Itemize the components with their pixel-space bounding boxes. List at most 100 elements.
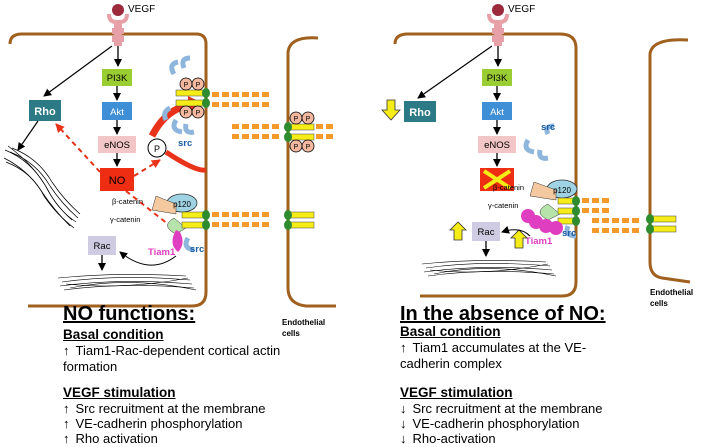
vegf-label-right: VEGF — [508, 4, 535, 15]
gamma-catenin-label: γ-catenin — [110, 215, 140, 224]
rho-label-right: Rho — [409, 107, 431, 119]
right-vegf-item-3: ↓Rho-activation — [400, 431, 496, 446]
svg-text:P: P — [196, 110, 201, 117]
left-vegf-item-3: ↑Rho activation — [63, 431, 158, 446]
cadherin-neighbor-left: P P P P — [284, 111, 315, 153]
akt-box-right — [482, 102, 512, 120]
src-bottom-label-right: src — [562, 228, 576, 239]
up-arrow-icon: ↑ — [63, 416, 70, 431]
right-neighbor-cell-membrane — [648, 38, 691, 284]
up-arrow-icon: ↑ — [63, 343, 70, 358]
left-cell-membrane — [8, 32, 208, 308]
rac-label: Rac — [94, 241, 111, 252]
vegf-ligand-right — [492, 4, 504, 16]
right-basal-item-2: cadherin complex — [400, 356, 502, 371]
right-title: In the absence of NO: — [400, 303, 606, 325]
cortical-actin-right — [421, 260, 557, 277]
cadherin-complex-lower-left — [151, 193, 210, 253]
rac-label-right: Rac — [478, 227, 495, 238]
enos-label: eNOS — [104, 140, 130, 151]
enos-label-right: eNOS — [484, 140, 510, 151]
pi3k-box-right — [482, 69, 512, 86]
left-vegf-heading: VEGF stimulation — [63, 385, 176, 400]
phosphate-free — [147, 138, 167, 158]
beta-catenin-label: β-catenin — [112, 197, 143, 206]
up-arrow-icon: ↑ — [400, 340, 407, 355]
rac-up-arrow — [449, 221, 467, 241]
cadherin-neighbor-right — [646, 214, 677, 234]
right-panel: VEGF PI3K Akt eNOS Rho src — [381, 4, 693, 308]
beta-catenin-label-right: β-catenin — [493, 183, 524, 192]
akt-label-right: Akt — [490, 107, 504, 118]
akt-label: Akt — [110, 107, 124, 118]
svg-text:P: P — [294, 116, 299, 123]
src-free-right — [523, 123, 555, 161]
p120-label: p120 — [173, 200, 191, 209]
phosphate-label: P — [154, 144, 160, 154]
svg-text:P: P — [184, 82, 189, 89]
no-label: NO — [109, 175, 126, 187]
left-vegf-item-1: ↑Src recruitment at the membrane — [63, 401, 266, 416]
enos-box — [98, 136, 136, 153]
right-basal-item-1: ↑Tiam1 accumulates at the VE- — [400, 340, 587, 355]
down-arrow-icon: ↓ — [400, 416, 407, 431]
endothelial-label-right-line2: cells — [650, 299, 668, 308]
svg-text:P: P — [184, 110, 189, 117]
src-free-label: src — [541, 122, 555, 133]
up-arrow-icon: ↑ — [63, 401, 70, 416]
svg-text:P: P — [294, 144, 299, 151]
endothelial-label-line1: Endothelial — [282, 318, 325, 327]
vegf-receptor — [107, 13, 129, 46]
src-bottom-label: src — [190, 244, 204, 255]
rac-box — [88, 236, 116, 255]
src-top — [162, 55, 195, 135]
down-arrow-icon: ↓ — [400, 401, 407, 416]
up-arrow-icon: ↑ — [63, 431, 70, 446]
junction-strands-top-left — [212, 92, 333, 139]
vegf-label: VEGF — [128, 4, 155, 15]
junction-strands-right — [582, 198, 639, 233]
src-top-label: src — [178, 138, 192, 149]
svg-text:P: P — [306, 116, 311, 123]
rho-down-arrow — [381, 99, 401, 121]
tiam1-label-right: Tiam1 — [525, 236, 553, 247]
right-vegf-heading: VEGF stimulation — [400, 385, 513, 400]
no-absent-box — [480, 168, 514, 191]
svg-text:P: P — [196, 82, 201, 89]
gamma-catenin-label-right: γ-catenin — [488, 201, 518, 210]
left-panel: VEGF PI3K Akt eNOS NO Rho — [3, 4, 336, 338]
cadherin-complex-lower-right — [521, 179, 580, 239]
left-basal-item-2: formation — [63, 359, 118, 374]
right-vegf-item-2: ↓VE-cadherin phosphorylation — [400, 416, 580, 431]
cortical-actin — [57, 274, 197, 291]
pi3k-label: PI3K — [107, 73, 128, 84]
down-arrow-icon: ↓ — [400, 431, 407, 446]
left-title: NO functions: — [63, 303, 196, 325]
cadherin-neighbor-lower-left — [284, 210, 315, 230]
rho-box-right — [404, 101, 436, 122]
enos-box-right — [478, 136, 516, 153]
pi3k-box — [102, 69, 132, 86]
endothelial-label-right-line1: Endothelial — [650, 288, 693, 297]
left-neighbor-cell-membrane — [286, 36, 336, 308]
vegf-ligand — [112, 4, 124, 16]
tiam1-label: Tiam1 — [148, 247, 176, 258]
right-cell-membrane — [393, 32, 578, 298]
akt-box — [102, 102, 132, 120]
pi3k-label-right: PI3K — [487, 73, 508, 84]
left-vegf-item-2: ↑VE-cadherin phosphorylation — [63, 416, 243, 431]
rho-box — [29, 100, 61, 121]
cadherin-p-complex-left: P P P P — [175, 77, 210, 119]
svg-text:P: P — [306, 144, 311, 151]
junction-strands-bottom-left — [212, 212, 269, 227]
rho-label: Rho — [34, 106, 56, 118]
p120-label-right: p120 — [553, 186, 571, 195]
left-basal-item-1: ↑Tiam1-Rac-dependent cortical actin — [63, 343, 281, 358]
tiam1-up-arrow — [510, 229, 528, 249]
endothelial-label-line2: cells — [282, 329, 300, 338]
left-basal-heading: Basal condition — [63, 327, 164, 342]
right-vegf-item-1: ↓Src recruitment at the membrane — [400, 401, 603, 416]
rac-box-right — [472, 222, 500, 241]
right-basal-heading: Basal condition — [400, 324, 501, 339]
